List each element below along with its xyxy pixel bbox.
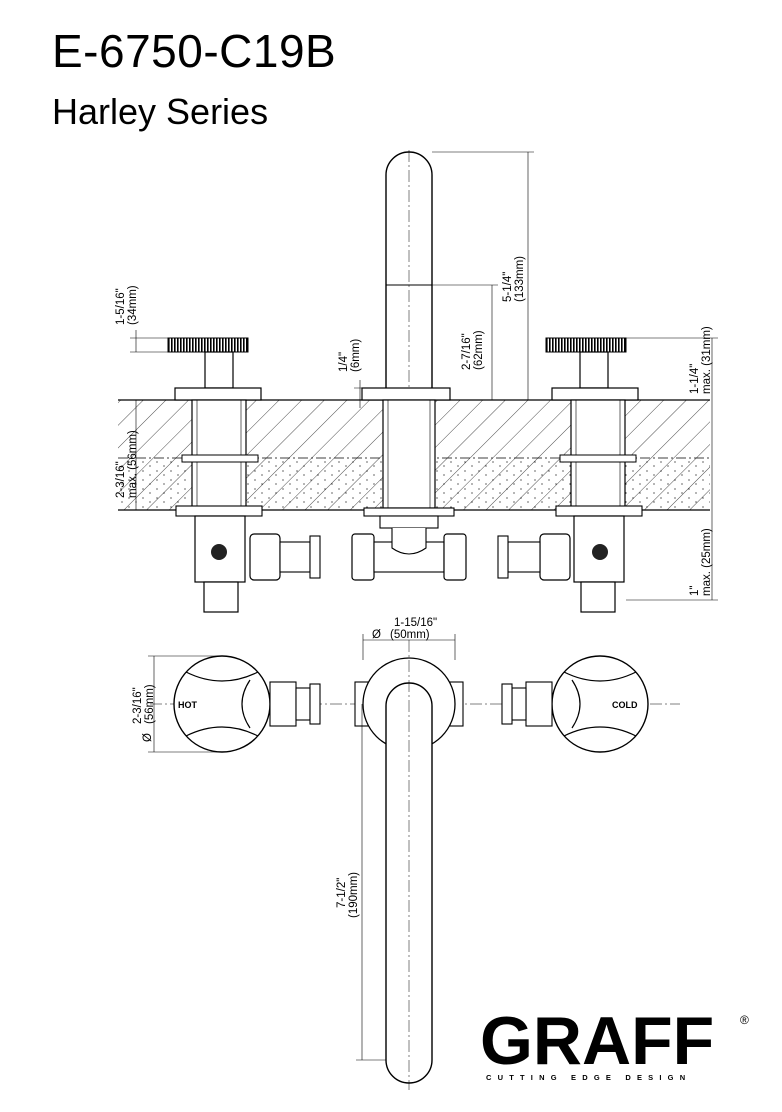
hot-label: HOT	[178, 700, 198, 710]
cold-label: COLD	[612, 700, 638, 710]
handle-diameter-in: 2-3/16"	[132, 687, 144, 724]
flange-height-in: 1/4"	[338, 352, 350, 372]
flange-height-mm: (6mm)	[350, 339, 362, 372]
registered-mark: ®	[740, 1013, 749, 1027]
spout-height-mm: (133mm)	[514, 256, 526, 302]
deck-thickness-in: 2-3/16"	[115, 461, 127, 498]
deck-thickness-mm: max. (56mm)	[127, 430, 139, 498]
shank-spout-in: 2-7/16"	[461, 333, 473, 370]
spout-height-in: 5-1/4"	[502, 272, 514, 302]
shank-spout-mm: (62mm)	[473, 330, 485, 370]
left-valve-elevation	[167, 337, 321, 613]
handle-height-in: 1-5/16"	[115, 288, 127, 325]
spout-diameter-in: 1-15/16"	[394, 617, 437, 629]
model-number: E-6750-C19B	[52, 25, 337, 77]
handle-rise-in: 1-1/4"	[689, 364, 701, 394]
right-valve-elevation	[497, 337, 643, 613]
supply-drop-mm: max. (25mm)	[701, 528, 713, 596]
spout-diameter-symbol: Ø	[372, 629, 381, 641]
spout-reach-in: 7-1/2"	[336, 878, 348, 908]
handle-diameter-symbol: Ø	[142, 733, 154, 742]
handle-rise-mm: max. (31mm)	[701, 326, 713, 394]
dimension-labels: 1-5/16" (34mm) 1/4" (6mm) 2-7/16" (62mm)…	[115, 256, 713, 918]
graff-logo: GRAFF ® CUTTING EDGE DESIGN	[480, 1003, 749, 1082]
spout-reach-mm: (190mm)	[348, 872, 360, 918]
series-name: Harley Series	[52, 91, 269, 132]
dimension-lines	[130, 151, 718, 1061]
plan-view: HOT COLD	[150, 640, 680, 1090]
logo-wordmark: GRAFF	[480, 1003, 714, 1079]
spout-diameter-mm: (50mm)	[390, 629, 430, 641]
handle-diameter-mm: (56mm)	[144, 684, 156, 724]
logo-tagline: CUTTING EDGE DESIGN	[486, 1073, 691, 1082]
handle-height-mm: (34mm)	[127, 285, 139, 325]
spout-elevation	[361, 150, 455, 529]
supply-drop-in: 1"	[689, 586, 701, 596]
center-tee	[351, 528, 467, 581]
